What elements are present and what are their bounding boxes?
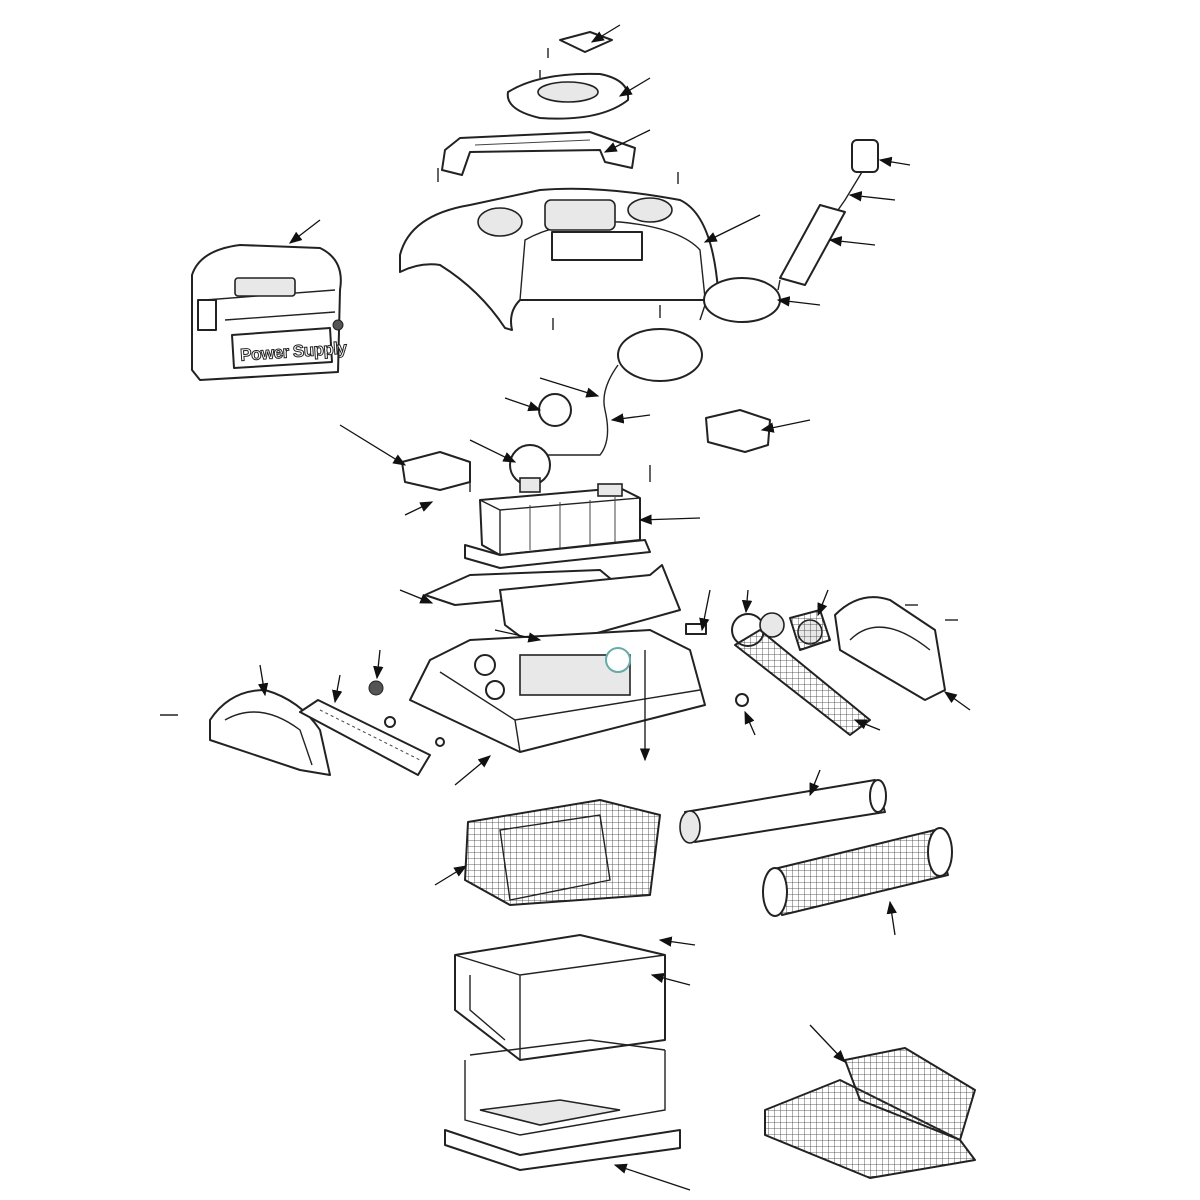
side-clip-left <box>401 451 471 491</box>
chassis <box>409 629 706 753</box>
filter-basket <box>464 799 661 906</box>
inner-frame <box>424 564 681 641</box>
right-side-panel <box>834 596 958 701</box>
brush-left <box>299 680 445 776</box>
cable-swivel <box>540 139 879 456</box>
top-cap <box>539 31 613 78</box>
roller-tube <box>679 779 887 844</box>
side-clip-right <box>705 409 771 453</box>
left-side-panel <box>160 689 331 776</box>
top-plate <box>506 72 630 120</box>
brush-roller <box>762 827 953 917</box>
power-supply: Power Supply <box>191 244 349 381</box>
motor-unit <box>464 477 651 569</box>
drive-tracks <box>685 609 871 736</box>
carry-handle <box>437 131 679 184</box>
caddy-cart <box>444 934 681 1171</box>
leader-arrows <box>257 24 971 1191</box>
filter-cartridges <box>764 1047 976 1179</box>
impeller-detail <box>469 393 651 492</box>
main-cover <box>399 187 719 331</box>
